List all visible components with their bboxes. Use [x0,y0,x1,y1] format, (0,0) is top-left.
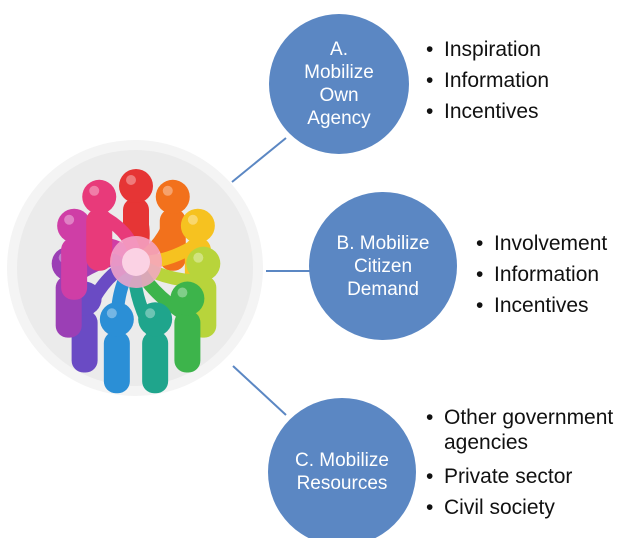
bullet-text: Other government agencies [444,406,614,454]
node-circle-a: A. Mobilize Own Agency [269,14,409,154]
team-huddle-rainbow-figures-icon [7,140,263,396]
bullet-dot: • [426,406,434,429]
bullet-list-c: • Other government agencies • Private sect… [426,405,613,523]
bullet-list-a: • Inspiration • Information • Incentives [426,34,549,127]
bullet-item: • Other government agencies [426,405,613,455]
bullet-text: Involvement [494,232,608,255]
connector-line-a [231,137,287,183]
bullet-text: Private sector [444,465,573,488]
bullet-dot: • [426,496,434,519]
bullet-dot: • [426,465,434,488]
bullet-item: • Information [476,259,607,290]
bullet-text: Incentives [494,294,589,317]
bullet-dot: • [426,38,434,61]
connector-line-c [232,365,287,416]
bullet-text: Civil society [444,496,555,519]
bullet-item: • Private sector [426,461,613,492]
bullet-list-b: • Involvement • Information • Incentives [476,228,607,321]
bullet-dot: • [426,69,434,92]
node-circle-c: C. Mobilize Resources [268,398,416,538]
bullet-item: • Involvement [476,228,607,259]
node-circle-b: B. Mobilize Citizen Demand [309,192,457,340]
bullet-item: • Incentives [426,96,549,127]
bullet-item: • Information [426,65,549,96]
bullet-item: • Civil society [426,492,613,523]
bullet-text: Information [444,69,550,92]
bullet-item: • Incentives [476,290,607,321]
bullet-text: Incentives [444,100,539,123]
bullet-dot: • [426,100,434,123]
bullet-text: Information [494,263,600,286]
bullet-dot: • [476,263,484,286]
bullet-dot: • [476,294,484,317]
bullet-dot: • [476,232,484,255]
bullet-text: Inspiration [444,38,541,61]
bullet-item: • Inspiration [426,34,549,65]
